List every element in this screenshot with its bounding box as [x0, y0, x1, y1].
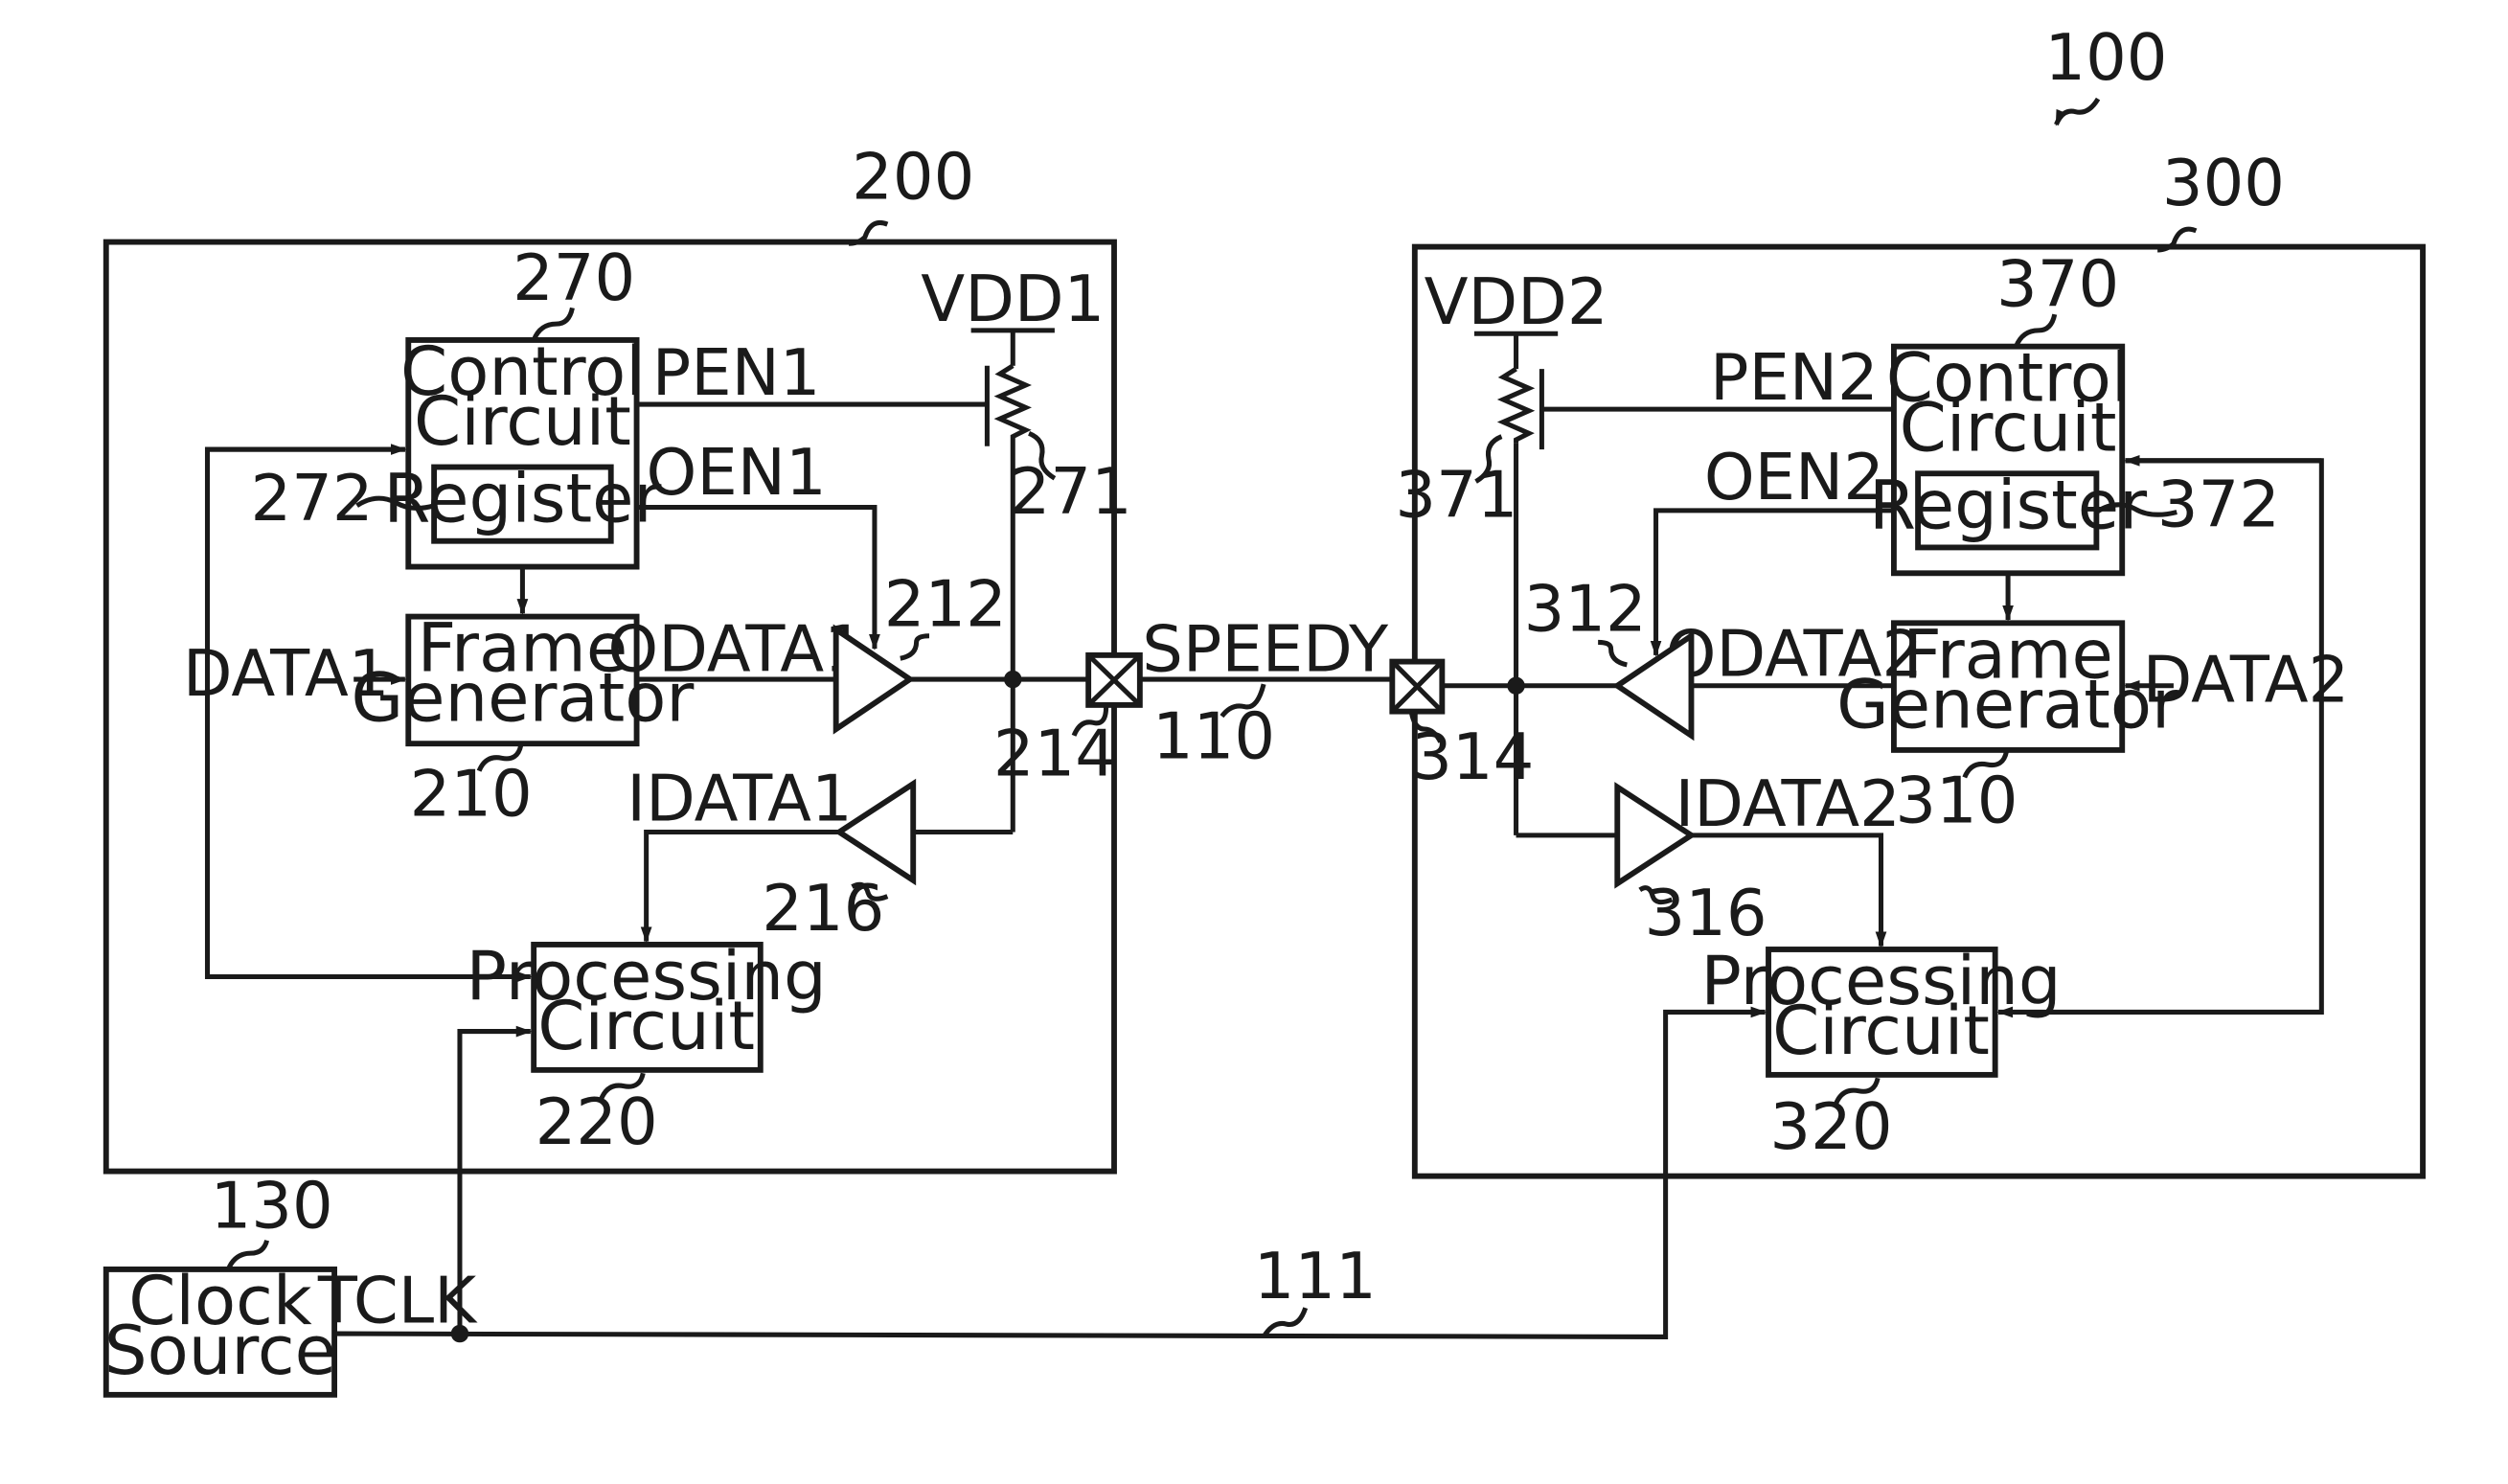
system-ref: 100 — [2044, 20, 2167, 95]
system-ref-leader — [2056, 99, 2098, 125]
clock-signal-label: TCLK — [317, 1263, 478, 1337]
device1-pad — [1088, 655, 1140, 705]
device2-processing-circuit: Processing Circuit — [1700, 942, 2061, 1075]
clock-junction — [451, 1325, 468, 1342]
clock-source-ref: 130 — [211, 1168, 333, 1243]
device2-out-data: ODATA2 — [1666, 617, 1923, 692]
device1-register-ref: 272 — [251, 461, 374, 536]
device2-pull-enable: PEN2 — [1710, 340, 1879, 415]
device1-control-line2: Circuit — [414, 382, 631, 461]
device1-data-in: DATA1 — [183, 636, 390, 711]
device2-in-buffer-ref: 316 — [1645, 876, 1767, 950]
device2-in-data: IDATA2 — [1675, 766, 1900, 841]
device1-processing-circuit: Processing Circuit — [466, 937, 826, 1070]
device2-control-line2: Circuit — [1900, 389, 2117, 468]
clock-source-line2: Source — [104, 1312, 336, 1390]
device2-ref: 300 — [2162, 146, 2285, 220]
device1-pull-enable: PEN1 — [652, 335, 821, 410]
device2-supply: VDD2 — [1425, 264, 1608, 339]
device1-pullup-resistor — [1000, 366, 1026, 440]
device2-pad — [1392, 662, 1442, 712]
clock-line-ref: 111 — [1254, 1239, 1377, 1313]
device2-junction — [1507, 677, 1524, 695]
device2-pullup-resistor — [1503, 369, 1529, 443]
device1-junction — [1004, 671, 1021, 688]
clock-source: Clock Source — [104, 1262, 336, 1395]
device1-out-buffer-ref: 212 — [884, 567, 1007, 642]
device2-resistor-ref: 371 — [1395, 458, 1517, 533]
device1-in-data: IDATA1 — [627, 762, 852, 836]
device2-processing-ref: 320 — [1769, 1089, 1892, 1164]
device1-resistor-ref: 271 — [1010, 454, 1132, 529]
device1-frame-gen-ref: 210 — [410, 757, 533, 832]
link-ref: 110 — [1152, 698, 1275, 773]
device1-supply: VDD1 — [921, 262, 1105, 336]
device1-processing-ref: 220 — [536, 1084, 658, 1159]
link-label: SPEEDY — [1142, 612, 1389, 687]
device2-data-in: DATA2 — [2143, 643, 2350, 718]
device1-ref: 200 — [852, 139, 974, 214]
device1-control-ref: 270 — [513, 240, 635, 315]
device1-pad-ref: 214 — [993, 717, 1116, 791]
device1-out-data: ODATA1 — [607, 612, 864, 687]
device2-frame-gen-ref: 310 — [1895, 763, 2018, 837]
device2-processing-line2: Circuit — [1772, 992, 1990, 1070]
device1-processing-line2: Circuit — [537, 987, 755, 1065]
device1-in-buffer-ref: 216 — [762, 871, 884, 946]
device1-register-label: Register — [383, 460, 661, 538]
device1-output-enable: OEN1 — [647, 435, 827, 510]
device2-output-enable: OEN2 — [1704, 440, 1884, 514]
device2-out-buffer-ref: 312 — [1524, 572, 1647, 647]
device1-control-circuit: Control Circuit Register — [383, 332, 661, 567]
device2-control-circuit: Control Circuit Register — [1869, 339, 2147, 574]
device2-register-ref: 372 — [2157, 468, 2280, 542]
device2-control-ref: 370 — [1996, 247, 2119, 322]
